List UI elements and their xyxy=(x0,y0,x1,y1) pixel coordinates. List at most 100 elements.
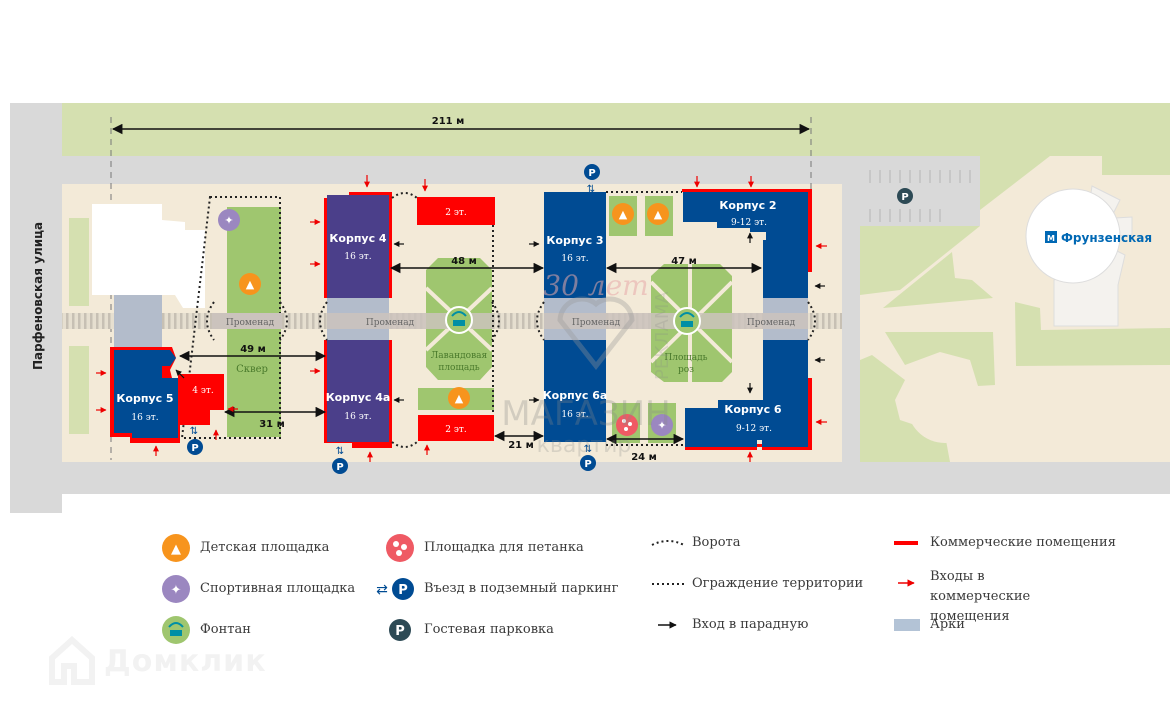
building-floors: 9-12 эт. xyxy=(731,218,767,228)
playground-icon: ▲ xyxy=(612,203,634,225)
building-floors: 16 эт. xyxy=(344,252,371,262)
building-label: Корпус 5 xyxy=(116,392,173,405)
green-right-1 xyxy=(980,156,1170,210)
legend-item-commercial-entrance: Входы в коммерческие помещения xyxy=(888,567,1080,627)
building-korpus-2 xyxy=(683,192,808,298)
dimension-label: 31 м xyxy=(259,419,285,430)
commercial-floors: 4 эт. xyxy=(192,386,214,396)
building-floors: 16 эт. xyxy=(344,412,371,422)
commercial-block-korpus-5 xyxy=(178,374,224,425)
fence-icon xyxy=(652,583,684,585)
building-floors: 9-12 эт. xyxy=(736,424,772,434)
green-strip-2 xyxy=(69,346,89,434)
building-korpus-4a xyxy=(327,340,389,442)
svg-text:✦: ✦ xyxy=(171,583,182,598)
playground-icon: ▲ xyxy=(647,203,669,225)
guest-parking-icon: P xyxy=(897,188,913,204)
watermark-text: МАГАЗИН xyxy=(501,394,670,434)
neighbour-building xyxy=(92,204,205,308)
underground-parking-icon: ⇅P xyxy=(580,444,596,471)
building-label: Корпус 3 xyxy=(546,234,603,247)
commercial-floors: 2 эт. xyxy=(445,208,467,218)
dimension-lines xyxy=(178,262,763,445)
svg-text:⇅: ⇅ xyxy=(587,184,595,195)
svg-text:▲: ▲ xyxy=(171,542,181,557)
legend-item-sports: ✦ Спортивная площадка xyxy=(158,574,355,604)
svg-text:P: P xyxy=(901,192,908,203)
legend-item-underground-parking: ⇄P Въезд в подземный паркинг xyxy=(370,574,618,604)
commercial-block xyxy=(418,415,494,441)
building-floors: 16 эт. xyxy=(561,410,588,420)
metro-icon xyxy=(1045,231,1057,243)
parking-stripes xyxy=(869,170,971,222)
building-korpus-4 xyxy=(327,195,389,298)
legend-item-fountain: Фонтан xyxy=(158,615,251,645)
legend-label: Ворота xyxy=(692,535,741,550)
svg-text:P: P xyxy=(588,168,595,179)
building-label: Корпус 6а xyxy=(543,389,608,402)
gate-icon xyxy=(651,540,685,546)
svg-text:P: P xyxy=(584,459,591,470)
fountain-icon xyxy=(673,307,701,335)
svg-text:▲: ▲ xyxy=(654,208,663,221)
commercial-entrance-icon xyxy=(898,579,915,587)
commercial-block xyxy=(417,197,495,225)
legend-item-guest-parking: P Гостевая парковка xyxy=(382,615,554,645)
green-right-3 xyxy=(883,252,993,308)
building-label: Корпус 4 xyxy=(329,232,387,245)
entrance-arrows xyxy=(175,232,825,403)
legend-label: Арки xyxy=(930,617,965,632)
dimension-label: 48 м xyxy=(451,256,477,267)
svg-text:P: P xyxy=(395,624,405,639)
dimension-label: 47 м xyxy=(671,256,697,267)
legend-item-fence: Ограждение территории xyxy=(650,574,863,594)
sports-icon: ✦ xyxy=(162,575,190,603)
fountain-icon xyxy=(162,616,190,644)
dimension-label: 21 м xyxy=(508,440,534,451)
sports-icon: ✦ xyxy=(218,209,240,231)
watermark-text: 30 лет xyxy=(543,269,648,302)
fence-square xyxy=(180,196,281,439)
watermark-text: РЕКЛАМА xyxy=(652,291,673,380)
svg-text:▲: ▲ xyxy=(619,208,628,221)
svg-text:⇅: ⇅ xyxy=(190,426,198,437)
legend-item-arch: Арки xyxy=(888,615,965,635)
lavender-square-label: площадь xyxy=(438,363,479,373)
promenade-label: Променад xyxy=(572,318,621,328)
building-korpus-6a xyxy=(544,340,606,442)
sports-icon: ✦ xyxy=(651,414,673,436)
arch xyxy=(114,295,162,347)
playground-icon: ▲ xyxy=(239,273,261,295)
building-floors: 16 эт. xyxy=(131,413,158,423)
playground-icon: ▲ xyxy=(448,387,470,409)
building-label: Корпус 2 xyxy=(719,199,776,212)
promenade-band xyxy=(744,313,808,329)
svg-text:P: P xyxy=(336,462,343,473)
promenade-label: Променад xyxy=(747,318,796,328)
building-korpus-3 xyxy=(544,192,606,298)
arch-icon xyxy=(894,619,920,631)
petanque-icon xyxy=(386,534,414,562)
legend-label: Ограждение территории xyxy=(692,576,864,591)
underground-parking-icon: ⇅P xyxy=(332,446,348,474)
legend-item-playground: ▲ Детская площадка xyxy=(158,533,329,563)
metro-station: M Фрунзенская xyxy=(1025,185,1152,327)
brand-name: Домклик xyxy=(104,643,267,679)
svg-text:M: M xyxy=(1047,234,1055,243)
dimension-label: 49 м xyxy=(240,344,266,355)
street-label: Парфеновская улица xyxy=(31,222,45,370)
legend-label: Спортивная площадка xyxy=(200,581,356,596)
building-label: Корпус 6 xyxy=(724,403,782,416)
svg-text:✦: ✦ xyxy=(224,214,233,227)
green-strip-1 xyxy=(69,218,89,306)
legend-label: Фонтан xyxy=(200,622,251,637)
svg-text:✦: ✦ xyxy=(657,419,666,432)
building-korpus-6 xyxy=(685,340,808,447)
svg-text:▲: ▲ xyxy=(455,392,464,405)
legend-item-gate: Ворота xyxy=(650,533,740,553)
road-bottom xyxy=(60,462,1170,494)
rose-square-label: роз xyxy=(678,365,694,375)
watermark-heart xyxy=(557,296,635,371)
road-left xyxy=(10,103,62,513)
commercial-entrance-arrows xyxy=(96,175,827,462)
